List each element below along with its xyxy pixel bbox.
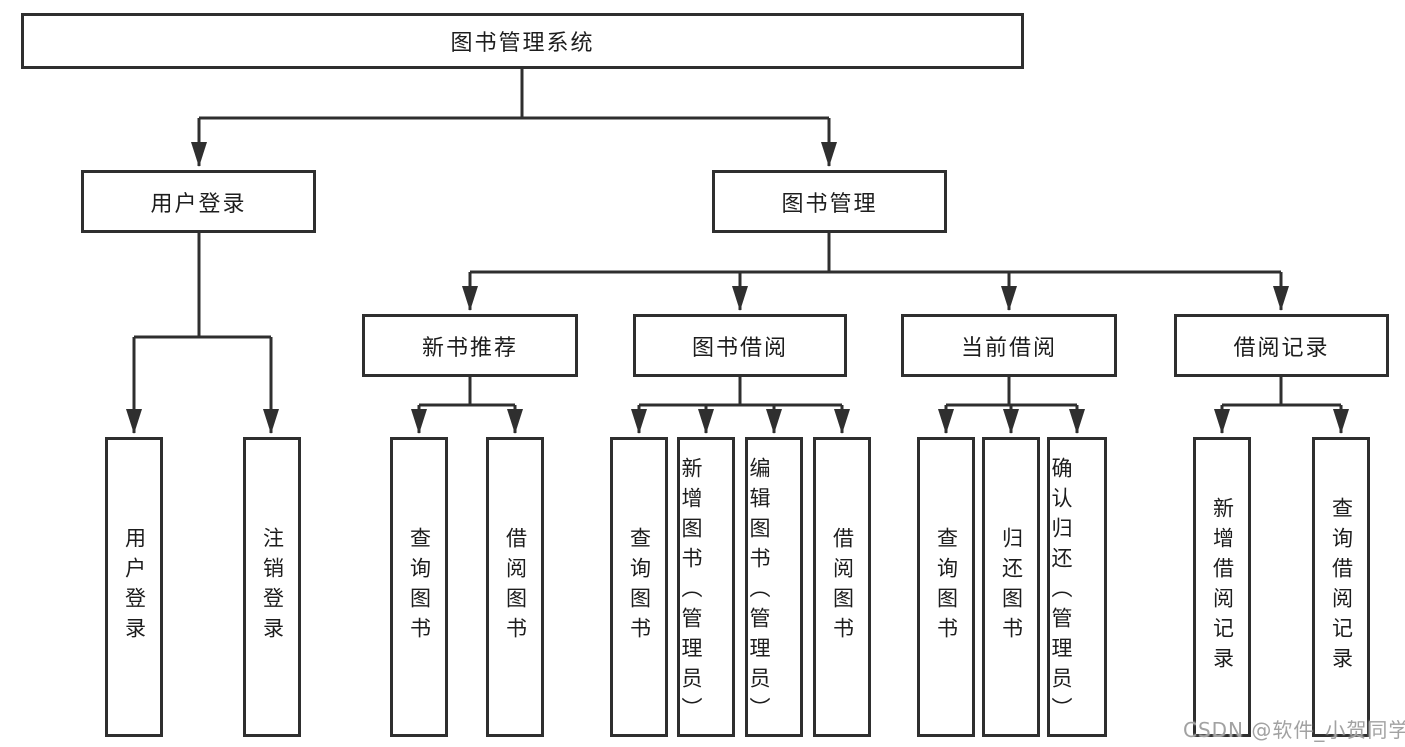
leaf-query-books-borrowing: 查询图书	[610, 437, 668, 737]
leaf-return-books-label: 归还图书	[999, 527, 1024, 647]
leaf-edit-book-admin: 编辑图书（管理员）	[745, 437, 803, 737]
leaf-confirm-return-admin-label: 确认归还（管理员）	[1049, 456, 1073, 727]
leaf-query-borrow-record: 查询借阅记录	[1312, 437, 1370, 737]
node-book-borrowing-label: 图书借阅	[691, 335, 788, 361]
leaf-add-borrow-record: 新增借阅记录	[1193, 437, 1251, 737]
node-book-management-label: 图书管理	[781, 191, 878, 217]
node-current-borrowing-label: 当前借阅	[960, 335, 1057, 361]
leaf-query-books-current: 查询图书	[917, 437, 975, 737]
leaf-borrow-books-recommend-label: 借阅图书	[503, 527, 528, 647]
node-current-borrowing: 当前借阅	[901, 314, 1117, 377]
leaf-confirm-return-admin: 确认归还（管理员）	[1047, 437, 1107, 737]
leaf-user-login: 用户登录	[105, 437, 163, 737]
node-book-borrowing: 图书借阅	[633, 314, 847, 377]
leaf-query-books-borrowing-label: 查询图书	[627, 527, 652, 647]
node-borrowing-records: 借阅记录	[1174, 314, 1389, 377]
leaf-query-borrow-record-label: 查询借阅记录	[1329, 497, 1354, 677]
leaf-logout: 注销登录	[243, 437, 301, 737]
leaf-user-login-label: 用户登录	[122, 527, 147, 647]
node-book-management: 图书管理	[712, 170, 947, 233]
node-new-book-recommendation-label: 新书推荐	[421, 335, 518, 361]
leaf-query-books-recommend: 查询图书	[390, 437, 448, 737]
leaf-borrow-books-borrowing: 借阅图书	[813, 437, 871, 737]
node-library-system: 图书管理系统	[21, 13, 1024, 69]
csdn-watermark: CSDN @软件_小贺同学	[1183, 718, 1405, 742]
leaf-query-books-recommend-label: 查询图书	[407, 527, 432, 647]
node-user-login-label: 用户登录	[150, 191, 247, 217]
leaf-return-books: 归还图书	[982, 437, 1040, 737]
leaf-add-book-admin: 新增图书（管理员）	[677, 437, 735, 737]
node-borrowing-records-label: 借阅记录	[1233, 335, 1330, 361]
leaf-borrow-books-borrowing-label: 借阅图书	[830, 527, 855, 647]
node-user-login: 用户登录	[81, 170, 316, 233]
leaf-logout-label: 注销登录	[260, 527, 285, 647]
leaf-borrow-books-recommend: 借阅图书	[486, 437, 544, 737]
leaf-add-borrow-record-label: 新增借阅记录	[1210, 497, 1235, 677]
leaf-add-book-admin-label: 新增图书（管理员）	[679, 456, 703, 727]
leaf-edit-book-admin-label: 编辑图书（管理员）	[747, 456, 771, 727]
leaf-query-books-current-label: 查询图书	[934, 527, 959, 647]
node-new-book-recommendation: 新书推荐	[362, 314, 578, 377]
node-library-system-label: 图书管理系统	[450, 31, 595, 56]
